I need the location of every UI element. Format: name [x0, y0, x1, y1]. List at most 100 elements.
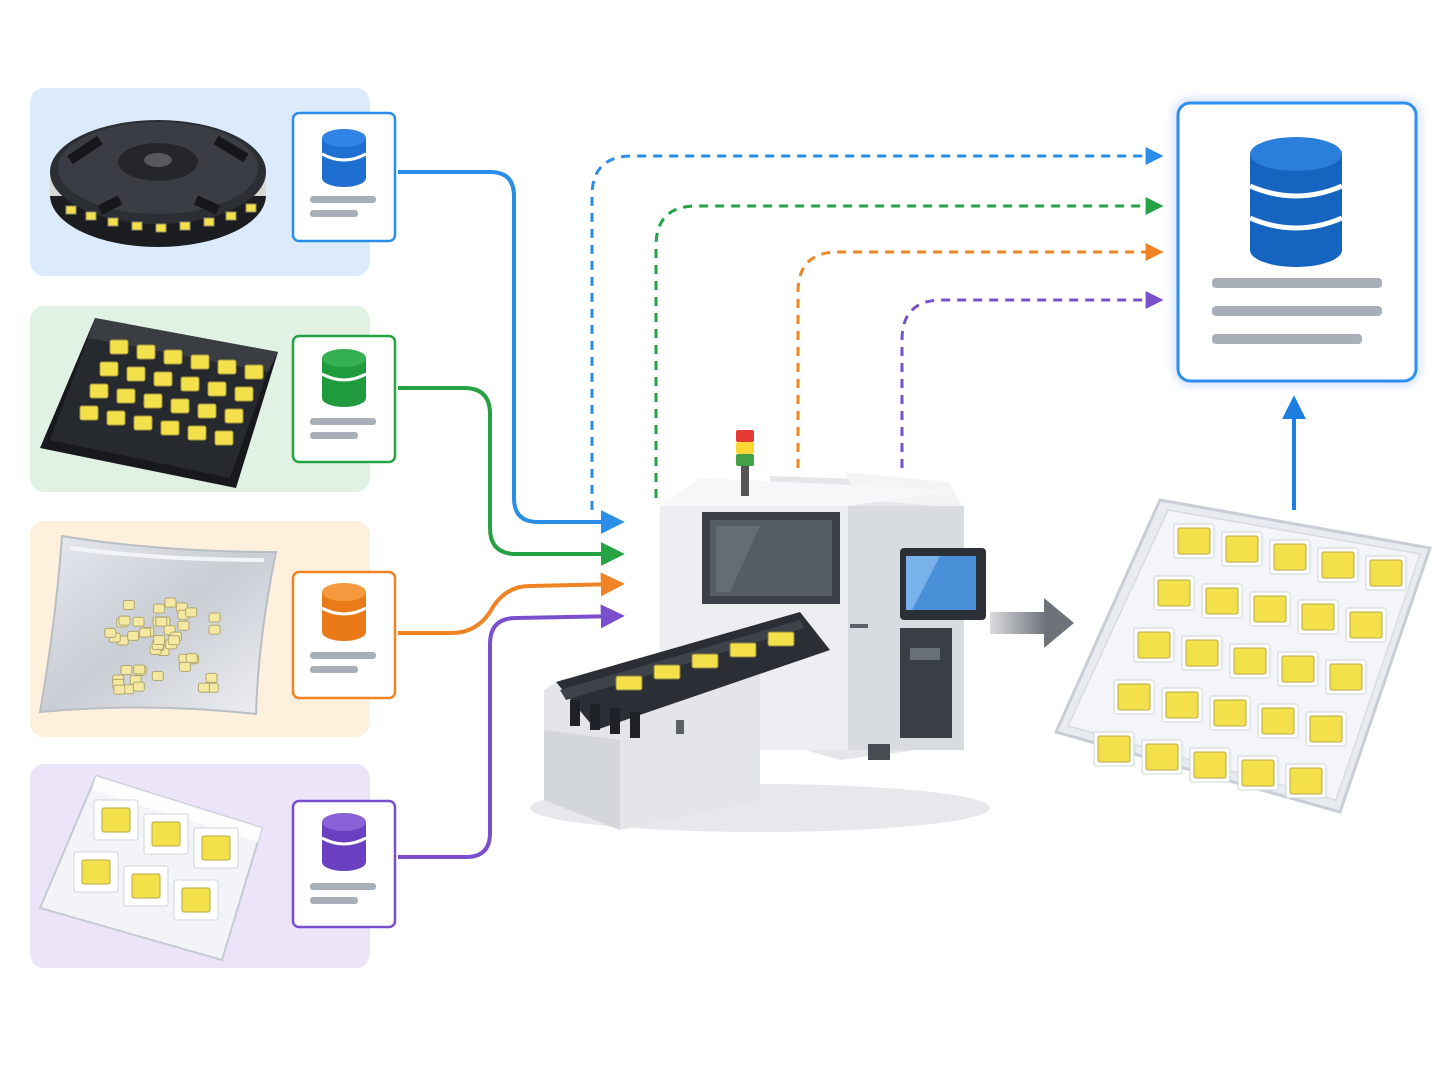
led-chip — [120, 665, 133, 676]
led-chip — [1289, 767, 1323, 795]
led-chip — [653, 664, 681, 680]
led-chip — [1241, 759, 1275, 787]
led-chip — [1177, 527, 1211, 555]
led-chip — [1193, 751, 1227, 779]
led-chip — [167, 635, 180, 646]
led-chip — [1233, 647, 1267, 675]
led-chip — [214, 430, 234, 446]
led-chip — [101, 807, 131, 833]
led-chip — [1349, 611, 1383, 639]
led-chip — [1137, 631, 1171, 659]
led-chip — [1369, 559, 1403, 587]
led-chip — [205, 672, 218, 683]
led-chip — [104, 627, 117, 638]
led-chip — [151, 670, 164, 681]
led-chip — [234, 386, 254, 402]
led-chip — [1213, 699, 1247, 727]
led-chip — [190, 354, 210, 370]
led-chip — [201, 835, 231, 861]
stack-light-icon — [736, 430, 754, 496]
bag-record-card[interactable] — [291, 570, 397, 700]
bulk-bag-icon — [38, 534, 278, 716]
led-chip — [151, 821, 181, 847]
led-chip — [1321, 551, 1355, 579]
database-icon — [321, 349, 367, 407]
led-chip — [178, 661, 191, 672]
led-chip — [132, 616, 145, 627]
tray-data-line — [654, 197, 1164, 498]
led-chip — [89, 383, 109, 399]
reel-record-card[interactable] — [291, 111, 397, 243]
led-chip — [122, 600, 135, 611]
led-chip — [1205, 587, 1239, 615]
blister-record-card[interactable] — [291, 799, 397, 929]
led-chip — [116, 388, 136, 404]
led-chip — [155, 616, 168, 627]
led-chip — [160, 420, 180, 436]
matrix-tray-icon — [40, 318, 278, 488]
tray-record-card[interactable] — [291, 334, 397, 464]
led-chip — [208, 624, 221, 635]
output-tray-icon — [1053, 498, 1432, 814]
led-chip — [132, 681, 145, 692]
led-chip — [1097, 735, 1131, 763]
led-chip — [127, 630, 140, 641]
led-chip — [1301, 603, 1335, 631]
led-chip — [197, 403, 217, 419]
led-chip — [767, 631, 795, 647]
led-chip — [164, 597, 177, 608]
database-icon — [321, 129, 367, 187]
blister-feed-line — [398, 604, 625, 859]
led-chip — [99, 361, 119, 377]
led-chip — [153, 603, 166, 614]
led-chip — [136, 344, 156, 360]
led-chip — [1225, 535, 1259, 563]
led-chip — [109, 339, 129, 355]
led-chip — [1253, 595, 1287, 623]
sorting-machine-icon — [530, 430, 990, 832]
led-chip — [139, 627, 152, 638]
database-icon — [321, 813, 367, 871]
output-arrow-icon — [990, 598, 1074, 648]
led-chip — [79, 405, 99, 421]
led-chip — [163, 349, 183, 365]
led-chip — [185, 607, 198, 618]
blister-pack-icon — [38, 774, 264, 962]
led-chip — [1165, 691, 1199, 719]
led-chip — [244, 364, 264, 380]
led-chip — [1281, 655, 1315, 683]
led-chip — [1273, 543, 1307, 571]
led-chip — [113, 684, 126, 695]
led-chip — [691, 653, 719, 669]
led-chip — [615, 675, 643, 691]
led-chip — [208, 612, 221, 623]
led-chip — [1261, 707, 1295, 735]
central-record-card[interactable] — [1176, 101, 1418, 383]
led-chip — [131, 873, 161, 899]
bag-feed-line — [398, 572, 625, 635]
database-icon — [321, 583, 367, 641]
led-chip — [126, 366, 146, 382]
led-chip — [153, 635, 166, 646]
control-screen-icon — [900, 548, 986, 620]
led-chip — [1117, 683, 1151, 711]
led-chip — [197, 682, 210, 693]
led-chip — [1329, 663, 1363, 691]
led-chip — [1157, 579, 1191, 607]
led-chip — [170, 398, 190, 414]
led-chip — [207, 381, 227, 397]
led-chip — [133, 664, 146, 675]
reel-data-line — [590, 147, 1164, 510]
database-icon — [1249, 137, 1343, 267]
tape-reel-icon — [50, 120, 266, 247]
bag-data-line — [796, 243, 1164, 468]
led-chip — [1185, 639, 1219, 667]
led-chip — [185, 653, 198, 664]
led-chip — [153, 371, 173, 387]
led-chip — [180, 376, 200, 392]
led-chip — [224, 408, 244, 424]
tray-feed-line — [398, 386, 625, 566]
led-chip — [181, 887, 211, 913]
